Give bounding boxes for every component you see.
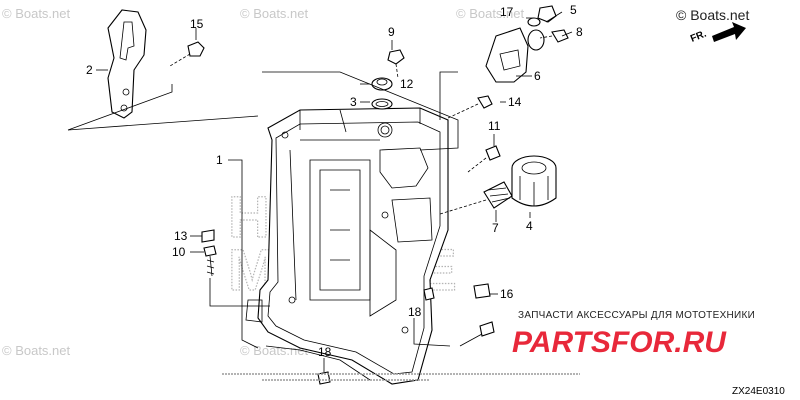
callout-15: 15 [190, 17, 204, 31]
watermark-top-center: © Boats.net [240, 6, 309, 21]
diagram-code: ZX24E0310 [732, 386, 785, 397]
copyright-fine-print [222, 373, 580, 381]
part-12-cap [371, 77, 393, 91]
callout-10: 10 [172, 245, 186, 259]
part-16-plug [473, 283, 491, 299]
callout-18-bottom: 18 [318, 345, 332, 359]
callout-9: 9 [388, 25, 395, 39]
front-direction-arrow: FR. [689, 22, 746, 45]
front-label: FR. [689, 28, 708, 44]
callout-labels: 1 2 3 4 5 6 7 8 9 10 11 12 13 14 15 16 1… [86, 3, 583, 359]
watermark-top-left: © Boats.net [2, 6, 71, 21]
callout-8: 8 [576, 25, 583, 39]
partsfor-watermark: ЗАПЧАСТИ АКСЕССУАРЫ ДЛЯ МОТОТЕХНИКИ PART… [512, 310, 755, 359]
boats-watermarks: © Boats.net © Boats.net © Boats.net © Bo… [2, 6, 749, 358]
part-13-plug [201, 229, 215, 243]
callout-7: 7 [492, 221, 499, 235]
part-1-case [245, 107, 449, 385]
part-14-bolt [447, 95, 493, 119]
watermark-bottom-left: © Boats.net [2, 343, 71, 358]
leader-lines [67, 11, 573, 372]
part-17-washer [527, 17, 541, 27]
partsfor-tagline: ЗАПЧАСТИ АКСЕССУАРЫ ДЛЯ МОТОТЕХНИКИ [518, 310, 755, 321]
callout-14: 14 [508, 95, 522, 109]
callout-12: 12 [400, 77, 414, 91]
front-arrow-icon [712, 22, 746, 42]
part-7-relief-valve [439, 181, 513, 215]
part-8-bolt [539, 29, 569, 43]
part-3-oring [371, 98, 393, 110]
part-10-bolt [203, 245, 217, 277]
part-9-bolt [387, 49, 405, 79]
callout-2: 2 [86, 63, 93, 77]
callout-18-right: 18 [408, 305, 422, 319]
part-18-bolt-c [423, 287, 435, 301]
watermark-top-right-mid: © Boats.net [456, 6, 525, 21]
watermark-bottom-center: © Boats.net [240, 343, 309, 358]
part-5-cap [537, 5, 557, 23]
callout-5: 5 [570, 3, 577, 17]
callout-17: 17 [500, 5, 514, 19]
part-2-bracket [107, 9, 147, 119]
part-15-bolt [169, 41, 205, 67]
part-6-elbow [485, 27, 545, 83]
part-4-oil-filter [511, 155, 557, 207]
partsfor-logo: PARTSFOR.RU [512, 326, 727, 359]
callout-13: 13 [174, 229, 188, 243]
part-18-bolt-a [459, 321, 495, 347]
callout-3: 3 [350, 95, 357, 109]
callout-11: 11 [488, 119, 501, 133]
callout-6: 6 [534, 69, 541, 83]
callout-4: 4 [526, 219, 533, 233]
callout-16: 16 [500, 287, 514, 301]
watermark-brand: © Boats.net [676, 7, 749, 23]
callout-1: 1 [216, 153, 223, 167]
part-11-bolt [467, 145, 501, 173]
